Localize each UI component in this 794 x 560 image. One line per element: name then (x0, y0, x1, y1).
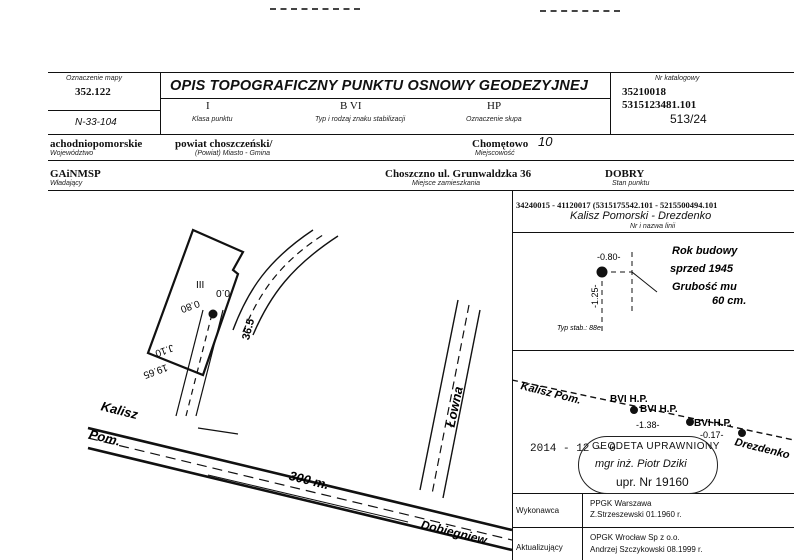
point-class-label: Klasa punktu (192, 116, 233, 123)
section-bottom (512, 350, 794, 351)
distance-label: 300 m. (288, 468, 331, 492)
right-panel-border (512, 190, 513, 560)
frame-top (48, 72, 794, 73)
updater-2: Andrzej Szczykowski 08.1999 r. (590, 545, 703, 554)
route-diagram: Kalisz Pom. BVI H.P. BVI H.P. BVI H.P. -… (512, 379, 794, 462)
map-no-label: Oznaczenie mapy (66, 75, 123, 82)
stab-type: Typ stab.: 88e (557, 325, 601, 332)
updater-label: Aktualizujący (516, 543, 563, 552)
sketch-v2: 0.80 (179, 297, 201, 314)
county: powiat choszczeński/ (175, 138, 273, 150)
route-drezdenko: Drezdenko (733, 436, 791, 461)
county-label: (Powiat) Miasto - Gmina (195, 150, 271, 157)
map-no: 352.122 (75, 86, 111, 98)
route-kalisz: Kalisz Pom. (519, 380, 582, 407)
handnote-1: Rok budowy (672, 245, 738, 257)
residence-label: Miejsce zamieszkania (412, 180, 481, 187)
map-split (48, 110, 160, 111)
sketch-v1: 0.0 (216, 287, 230, 298)
executor-2: Z.Strzeszewski 01.1960 r. (590, 510, 682, 519)
route-bvi-3: BVI H.P. (694, 418, 732, 429)
stamp-line-2: mgr inż. Piotr Dziki (595, 458, 687, 470)
frame-v2 (610, 72, 611, 134)
locality: Chomętowo (472, 138, 529, 150)
road-label-pom: Pom. (88, 426, 122, 448)
updater-1: OPGK Wrocław Sp z o.o. (590, 533, 680, 542)
scan-artifact (270, 8, 360, 10)
executor-label: Wykonawca (516, 506, 560, 515)
mark-type-label: Typ i rodzaj znaku stabilizacji (315, 116, 406, 123)
stamp-line-3: upr. Nr 19160 (616, 475, 689, 489)
frame-v1 (160, 72, 161, 134)
line-name-bottom (512, 232, 794, 233)
pillar-mark-label: Oznaczenie słupa (466, 116, 522, 123)
stamp-line-1: GEODETA UPRAWNIONY (592, 441, 720, 452)
footer-v (582, 493, 583, 560)
frame-row1-bottom (48, 134, 794, 135)
footer-split (512, 527, 794, 528)
point-state: DOBRY (605, 168, 645, 180)
line-name-label: Nr i nazwa linii (630, 223, 676, 230)
voivodeship-label: Województwo (50, 150, 94, 157)
route-bvi-2: BVI H.P. (640, 404, 678, 415)
offset-top: -0.80- (597, 252, 621, 262)
frame-row3-bottom (48, 190, 794, 191)
point-state-label: Stan punktu (612, 180, 650, 187)
route-d2: -0.17- (700, 430, 724, 440)
catalog-no-2: 5315123481.101 (622, 99, 697, 111)
location-sketch: III 0.0 0.80 J.10 19.65 36.5 Kalisz Pom.… (88, 228, 512, 552)
sketch-v4: 19.65 (141, 361, 169, 380)
road-label-kalisz: Kalisz (100, 398, 141, 422)
route-d1: -1.38- (636, 420, 660, 430)
executor-1: PPGK Warszawa (590, 499, 652, 508)
catalog-no-3: 513/24 (670, 112, 707, 126)
frame-row2-bottom (48, 160, 794, 161)
line-codes: 34240015 - 41120017 (5315175542.101 - 52… (516, 200, 718, 210)
handnote-2: sprzed 1945 (670, 263, 734, 275)
stamp-border (578, 436, 718, 494)
owner: GAiNMSP (50, 168, 101, 180)
offset-side: -1.25- (590, 284, 600, 308)
sketch-box-text: III (196, 280, 204, 291)
title-underline (160, 98, 610, 99)
point-class: I (206, 100, 210, 112)
scan-artifact (540, 10, 620, 12)
mark-type: B VI (340, 100, 362, 112)
line-name: Kalisz Pomorski - Drezdenko (570, 210, 712, 222)
handnote-4: 60 cm. (712, 295, 746, 307)
catalog-no-1: 35210018 (622, 86, 666, 98)
page-title: OPIS TOPOGRAFICZNY PUNKTU OSNOWY GEODEZY… (170, 78, 589, 94)
handnote-3: Grubość mu (672, 281, 737, 293)
sketch-v5: 36.5 (240, 317, 257, 341)
residence: Choszczno ul. Grunwaldzka 36 (385, 168, 532, 180)
owner-label: Władający (50, 180, 83, 187)
route-bvi-1: BVI H.P. (610, 394, 648, 405)
catalog-label: Nr katalogowy (655, 75, 700, 82)
sheet-no: N-33-104 (75, 117, 117, 128)
voivodeship: achodniopomorskie (50, 138, 143, 150)
locality-handwritten: 10 (538, 134, 553, 149)
locality-label: Miejscowość (475, 150, 515, 157)
section-diagram: -0.80- -1.25- Typ stab.: 88e Rok budowy … (557, 245, 746, 332)
pillar-mark: HP (487, 100, 502, 112)
road-label-lowna: Łowna (442, 385, 465, 429)
